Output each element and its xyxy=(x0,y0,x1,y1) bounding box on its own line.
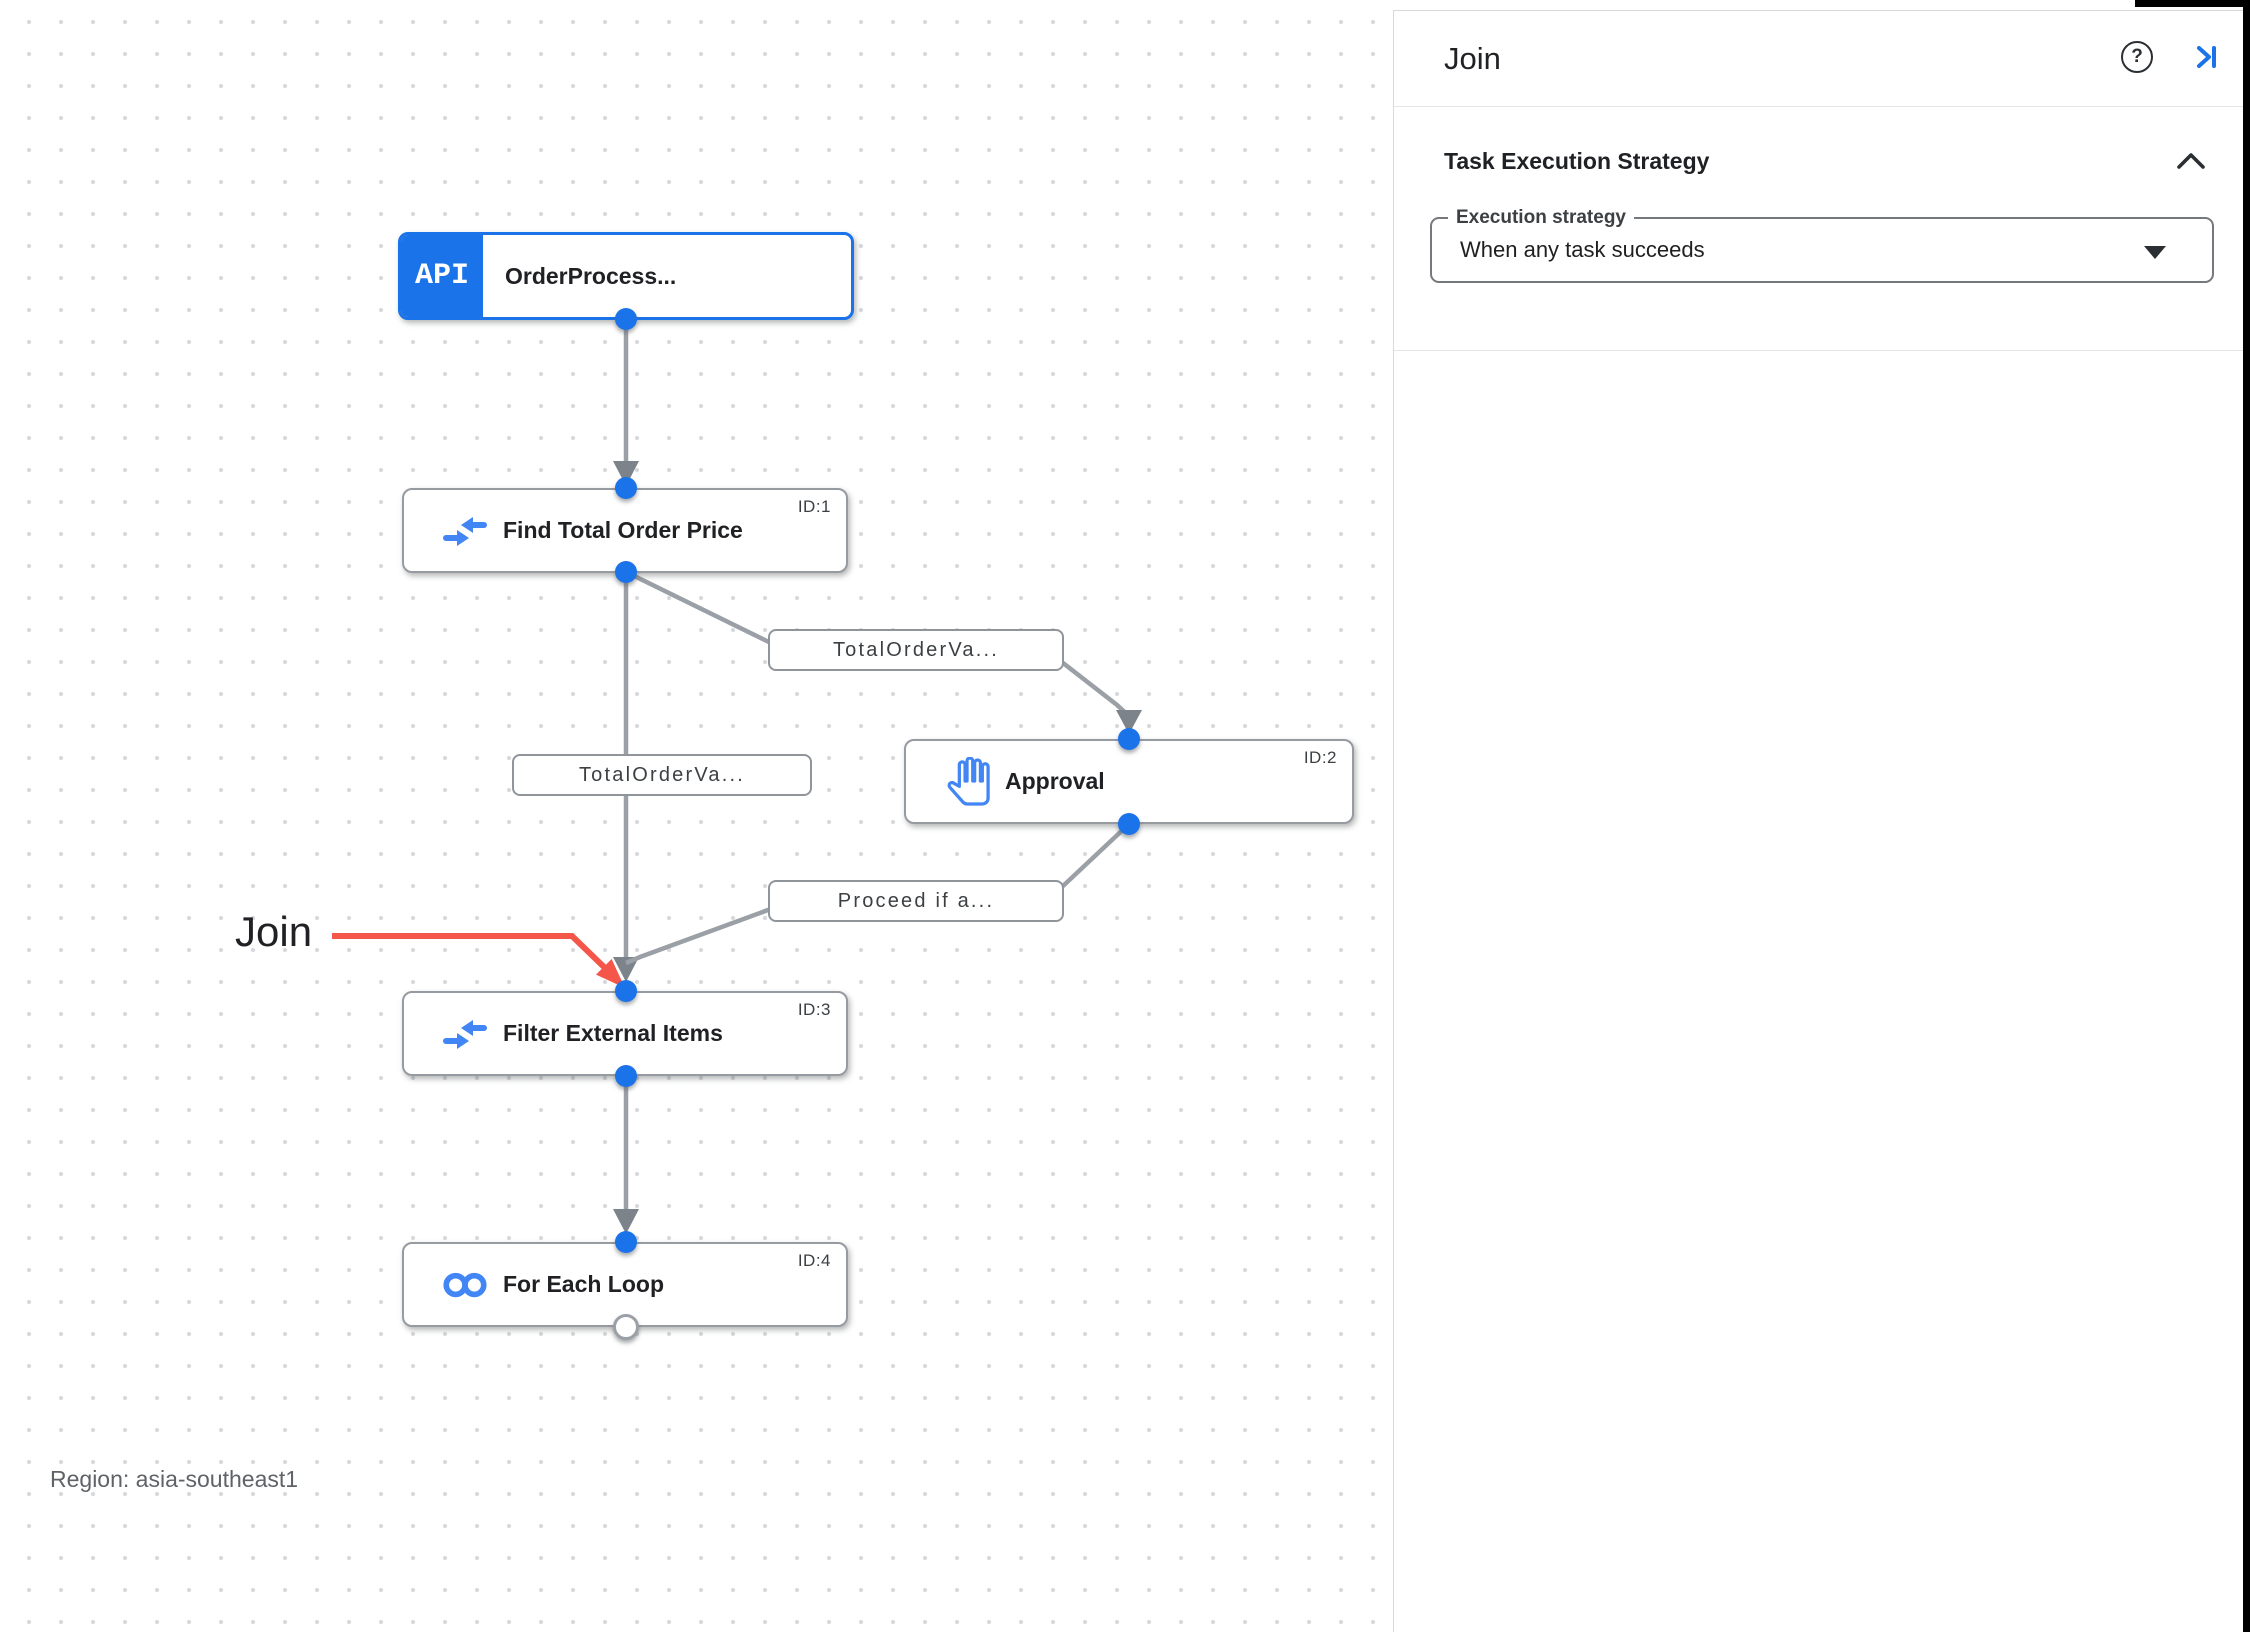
data-mapping-icon xyxy=(440,513,490,549)
node-title: Approval xyxy=(1005,768,1105,794)
node-id-badge: ID:2 xyxy=(1303,748,1337,767)
chevron-up-icon[interactable] xyxy=(2174,150,2208,172)
port-foreach-out-empty[interactable] xyxy=(613,1314,639,1340)
panel-header: Join ? xyxy=(1394,11,2250,107)
node-id-badge: ID:3 xyxy=(797,1000,831,1019)
help-icon[interactable]: ? xyxy=(2121,41,2153,73)
api-badge: API xyxy=(414,259,469,293)
window-edge-artifact-right xyxy=(2243,0,2250,1632)
edge-label-proceed-if[interactable]: Proceed if a... xyxy=(768,880,1064,922)
region-label: Region: asia-southeast1 xyxy=(50,1466,299,1492)
data-mapping-icon xyxy=(440,1016,490,1052)
port-find-total-in[interactable] xyxy=(615,477,637,499)
port-trigger-out[interactable] xyxy=(615,308,637,330)
port-approval-out[interactable] xyxy=(1118,813,1140,835)
section-title: Task Execution Strategy xyxy=(1444,147,1710,174)
config-panel: Join ? Task Execution Strategy Executi xyxy=(1393,10,2250,1632)
panel-title: Join xyxy=(1444,40,1501,76)
port-filter-in-join[interactable] xyxy=(615,980,637,1002)
edge-label-totalordervalue-left[interactable]: TotalOrderVa... xyxy=(512,754,812,796)
execution-strategy-label: Execution strategy xyxy=(1448,207,1634,229)
node-approval[interactable]: Approval ID:2 xyxy=(904,739,1354,824)
loop-icon xyxy=(440,1270,490,1300)
node-id-badge: ID:1 xyxy=(797,497,831,516)
port-foreach-in[interactable] xyxy=(615,1231,637,1253)
join-annotation-label: Join xyxy=(235,908,313,955)
task-execution-strategy-section: Task Execution Strategy Execution strate… xyxy=(1394,107,2250,351)
port-filter-out[interactable] xyxy=(615,1065,637,1087)
dropdown-caret-icon xyxy=(2144,246,2166,259)
execution-strategy-value: When any task succeeds xyxy=(1460,237,1705,262)
port-find-total-out[interactable] xyxy=(615,561,637,583)
node-title: Find Total Order Price xyxy=(503,517,743,543)
node-filter-external-items[interactable]: Filter External Items ID:3 xyxy=(402,991,848,1076)
api-trigger-icon: API xyxy=(401,235,483,317)
approval-hand-icon xyxy=(942,756,992,807)
node-id-badge: ID:4 xyxy=(797,1251,831,1270)
execution-strategy-select[interactable]: Execution strategy When any task succeed… xyxy=(1430,207,2214,283)
port-approval-in[interactable] xyxy=(1118,728,1140,750)
node-title: OrderProcess... xyxy=(505,262,677,289)
edge-label-totalordervalue-right[interactable]: TotalOrderVa... xyxy=(768,629,1064,671)
node-api-trigger[interactable]: API OrderProcess... xyxy=(398,232,854,320)
collapse-panel-icon[interactable] xyxy=(2190,41,2222,73)
node-title: Filter External Items xyxy=(503,1020,723,1046)
window-edge-artifact-top xyxy=(2135,0,2250,7)
workflow-canvas[interactable]: API OrderProcess... Find Total Order Pri… xyxy=(0,0,1393,1632)
node-title: For Each Loop xyxy=(503,1271,664,1297)
